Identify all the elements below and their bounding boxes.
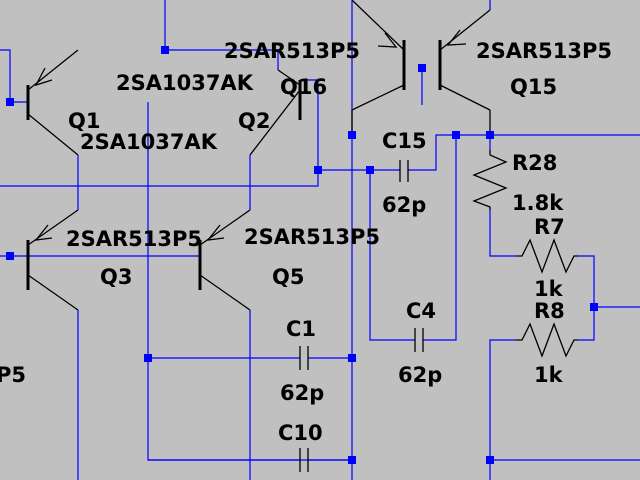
transistor-q16-symbol xyxy=(351,0,406,111)
resistor-r8-symbol xyxy=(516,322,578,358)
capacitor-c10-symbol xyxy=(299,448,309,472)
q1-model-label: 2SA1037AK xyxy=(116,71,254,95)
c1-ref-label: C1 xyxy=(286,317,316,341)
transistor-q3-symbol xyxy=(26,209,79,311)
resistor-r28-symbol xyxy=(472,150,508,210)
resistor-r7-symbol xyxy=(516,238,578,274)
transistor-q5-symbol xyxy=(198,209,251,311)
c15-value-label: 62p xyxy=(382,193,426,217)
r7-value-label: 1k xyxy=(534,277,564,301)
capacitor-c4-symbol xyxy=(414,328,424,352)
component-labels: 2SA1037AK Q1 2SA1037AK Q2 2SAR513P5 Q16 … xyxy=(0,39,612,445)
q2-model-label: 2SA1037AK xyxy=(80,130,218,154)
c1-value-label: 62p xyxy=(280,381,324,405)
c15-ref-label: C15 xyxy=(382,129,427,153)
q5-model-label: 2SAR513P5 xyxy=(244,225,380,249)
c10-ref-label: C10 xyxy=(278,421,323,445)
q16-model-label: 2SAR513P5 xyxy=(224,39,360,63)
q2-ref-label: Q2 xyxy=(238,109,270,133)
q15-ref-label: Q15 xyxy=(510,75,557,99)
r28-ref-label: R28 xyxy=(512,151,557,175)
capacitor-c1-symbol xyxy=(299,346,309,370)
transistor-q1-symbol xyxy=(26,49,79,156)
r7-ref-label: R7 xyxy=(534,215,565,239)
q16-ref-label: Q16 xyxy=(280,75,327,99)
junctions xyxy=(6,46,598,464)
partial-left-label: P5 xyxy=(0,363,26,387)
q15-model-label: 2SAR513P5 xyxy=(476,39,612,63)
transistor-q15-symbol xyxy=(351,9,491,135)
c4-ref-label: C4 xyxy=(406,299,436,323)
q3-ref-label: Q3 xyxy=(100,265,132,289)
transistor-q2-symbol xyxy=(249,69,302,156)
q1-ref-label: Q1 xyxy=(68,109,100,133)
capacitor-c15-symbol xyxy=(399,160,409,182)
q5-ref-label: Q5 xyxy=(272,265,304,289)
r8-value-label: 1k xyxy=(534,363,564,387)
q3-model-label: 2SAR513P5 xyxy=(66,227,202,251)
r8-ref-label: R8 xyxy=(534,299,565,323)
r28-value-label: 1.8k xyxy=(512,191,564,215)
c4-value-label: 62p xyxy=(398,363,442,387)
